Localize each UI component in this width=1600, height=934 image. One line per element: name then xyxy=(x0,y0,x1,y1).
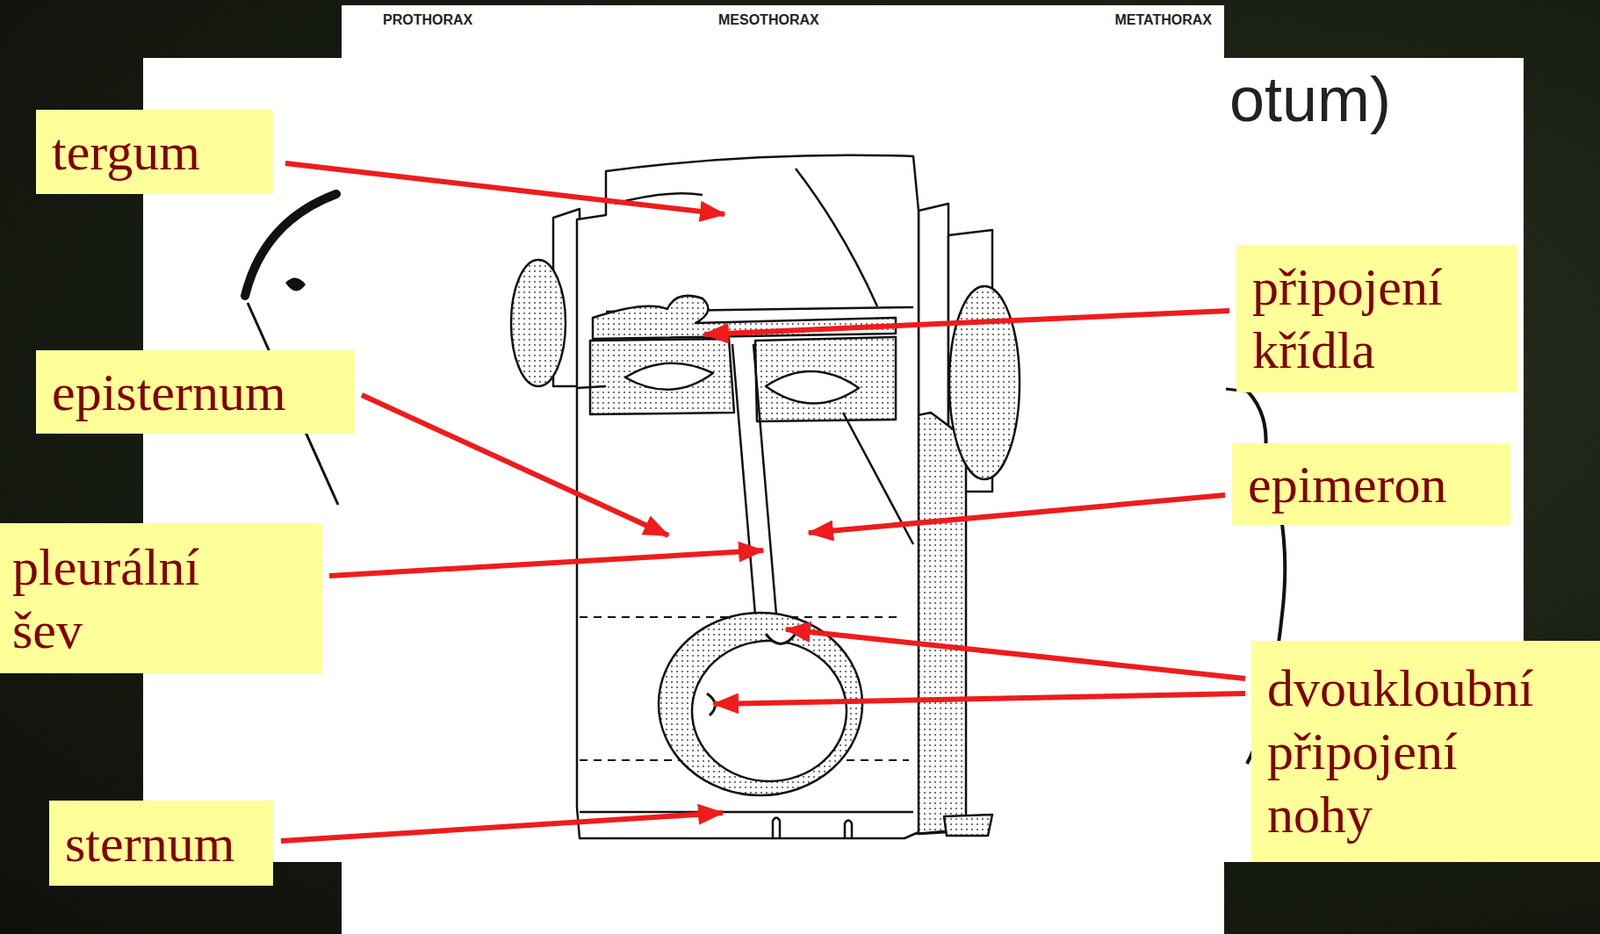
label-text: dvoukloubní připojení nohy xyxy=(1267,656,1549,847)
spiracle-lobe xyxy=(949,286,1020,480)
segment-heading: METATHORAX xyxy=(1114,12,1212,29)
sclerite xyxy=(944,814,993,837)
wing-base-plate xyxy=(755,337,896,422)
mesothorax-body xyxy=(576,155,919,839)
leader-arrow xyxy=(785,629,1246,679)
label-text: tergum xyxy=(51,120,201,184)
leader-arrow xyxy=(808,495,1226,534)
wing-sclerite-hole xyxy=(765,371,859,404)
pleural-suture-line xyxy=(753,344,777,615)
segment-heading: MESOTHORAX xyxy=(718,12,820,29)
label-box: sternum xyxy=(49,800,274,887)
label-box: připojení křídla xyxy=(1236,245,1518,393)
label-text: epimeron xyxy=(1247,453,1448,517)
label-box: dvoukloubní připojení nohy xyxy=(1251,641,1600,863)
label-text: připojení křídla xyxy=(1252,255,1499,382)
leader-arrow xyxy=(713,693,1246,705)
label-box: episternum xyxy=(36,350,355,434)
sternal-notch xyxy=(772,818,780,840)
slide-title-fragment: otum) xyxy=(1229,63,1391,136)
label-box: epimeron xyxy=(1232,443,1511,526)
leader-lines xyxy=(281,163,1246,842)
suture-line xyxy=(579,811,914,815)
label-text: sternum xyxy=(64,812,235,876)
leg-condyle xyxy=(706,693,715,716)
leader-arrow xyxy=(281,813,723,842)
sketch-stroke xyxy=(245,194,337,296)
leader-arrow xyxy=(285,163,725,215)
pleural-suture-line xyxy=(732,344,756,615)
leader-arrow xyxy=(361,395,669,536)
pleural-condyle xyxy=(765,634,796,645)
suture-line xyxy=(795,168,878,307)
leader-arrow xyxy=(704,310,1230,335)
spiracle-lobe xyxy=(511,259,566,387)
label-box: tergum xyxy=(36,109,274,195)
coxal-cavity xyxy=(691,641,847,782)
label-box: pleurální šev xyxy=(0,523,323,674)
segment-heading: PROTHORAX xyxy=(382,12,473,29)
label-text: pleurální šev xyxy=(12,535,241,663)
wing-sclerite-hole xyxy=(625,363,714,390)
label-text: episternum xyxy=(51,360,287,425)
wing-base-plate xyxy=(590,338,735,415)
leader-arrow xyxy=(329,550,764,577)
sternal-notch xyxy=(844,821,852,840)
suture-line xyxy=(576,386,606,389)
sketch-eye xyxy=(285,277,306,291)
